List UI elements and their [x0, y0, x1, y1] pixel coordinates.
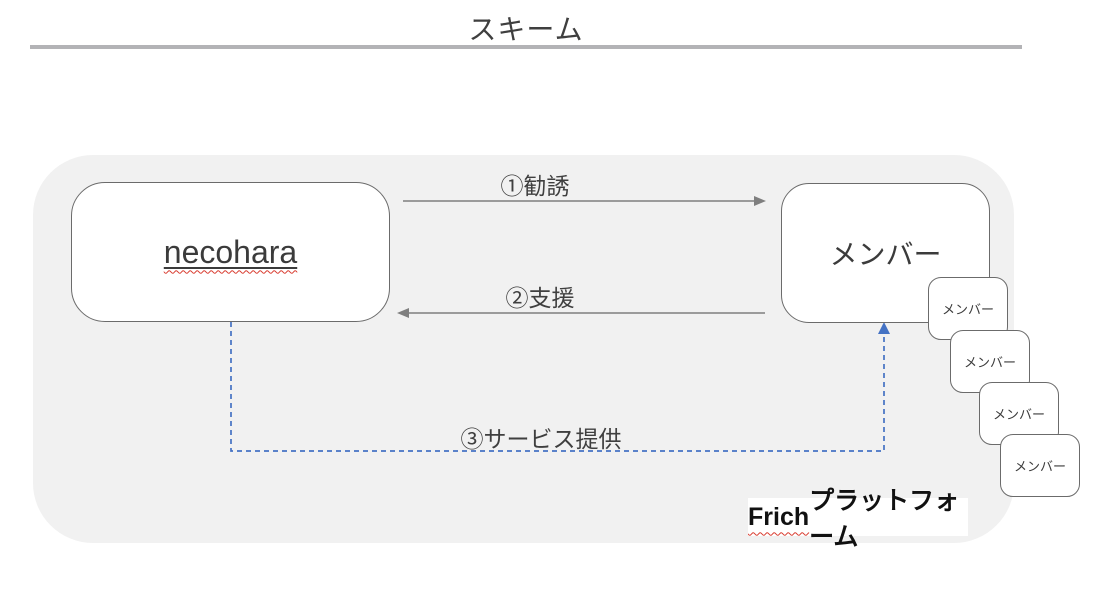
page-title: スキーム	[468, 14, 584, 45]
support-flow-label: ②支援	[505, 285, 575, 311]
service-flow-label: ③サービス提供	[460, 426, 622, 452]
title-divider	[30, 45, 1022, 49]
member-card-label: メンバー	[963, 355, 1016, 370]
member-label: メンバー	[829, 239, 942, 270]
necohara-spellcheck-squiggle: necohara	[164, 234, 297, 271]
service-dashed-arrow	[230, 322, 890, 452]
member-card-label: メンバー	[941, 302, 994, 317]
member-card: メンバー	[1000, 434, 1080, 497]
necohara-box: necohara	[71, 182, 390, 322]
necohara-label: necohara	[163, 233, 298, 270]
invite-arrow	[403, 196, 766, 206]
platform-suffix: プラットフォーム	[809, 487, 960, 551]
support-arrow	[397, 308, 765, 318]
invite-flow-label: ①勧誘	[500, 173, 570, 199]
member-card-label: メンバー	[992, 407, 1045, 422]
member-card-label: メンバー	[1013, 459, 1066, 474]
platform-brand: Frich	[748, 502, 810, 531]
member-card: メンバー	[928, 277, 1008, 340]
